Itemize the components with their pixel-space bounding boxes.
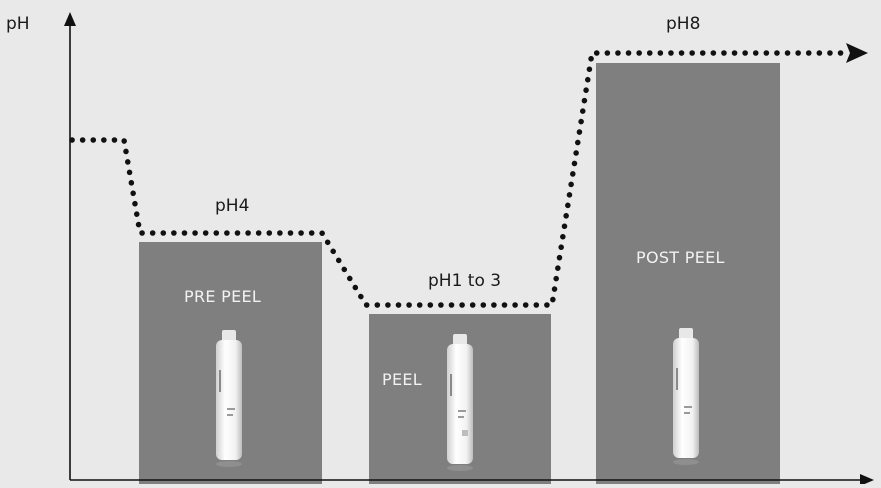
product-bottle-icon	[673, 328, 699, 465]
product-bottle-icon	[216, 330, 242, 467]
ph-level-peel: pH1 to 3	[428, 271, 501, 291]
x-axis-arrow-icon	[860, 474, 874, 484]
y-axis-label: pH	[6, 14, 30, 34]
stage-label-peel: PEEL	[382, 370, 422, 389]
product-bottle-icon	[447, 334, 473, 471]
ph-level-post: pH8	[666, 14, 700, 34]
stage-label-pre-peel: PRE PEEL	[184, 287, 261, 306]
arrow-up-icon	[64, 12, 76, 26]
ph-level-pre: pH4	[215, 196, 249, 216]
stage-label-post-peel: POST PEEL	[636, 248, 725, 267]
arrow-right-icon	[846, 43, 868, 63]
